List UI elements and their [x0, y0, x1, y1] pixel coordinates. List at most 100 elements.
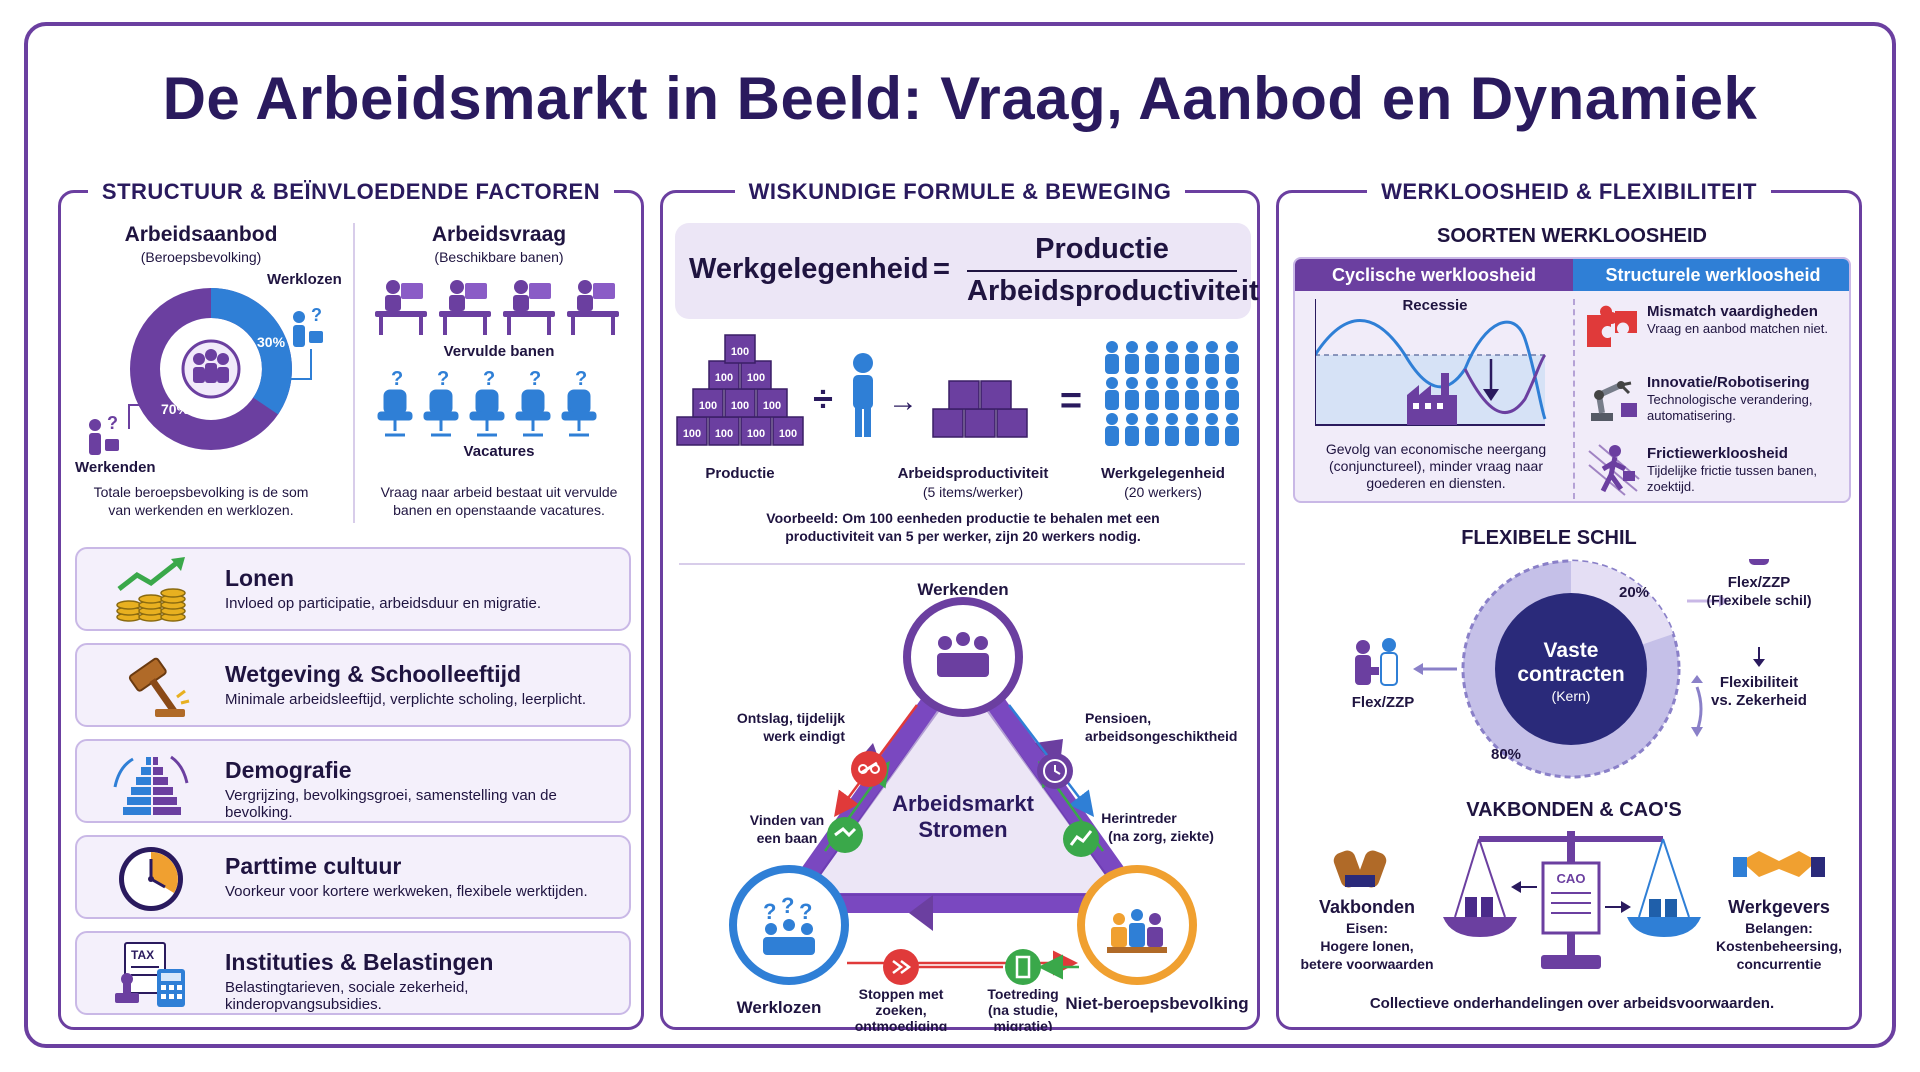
labor-market-flows-diagram: ??? Arbeidsmarkt Stromen Werkenden Werkl… [729, 580, 1249, 1031]
stoppen-label-3: ontmoediging [855, 1018, 948, 1031]
werkgelegenheid-sub: (20 werkers) [1124, 484, 1202, 500]
formula-denominator: Arbeidsproductiviteit [967, 275, 1259, 307]
divide-sign: ÷ [813, 378, 833, 419]
worker-figure [1105, 377, 1119, 410]
factor-desc: Minimale arbeidsleeftijd, verplichte sch… [225, 691, 587, 708]
gavel-icon [128, 657, 190, 717]
factor-title: Lonen [225, 565, 294, 591]
cyclisch-desc: Gevolg van economische neergang (conjunc… [1325, 441, 1547, 491]
werklozen-node-label: Werklozen [737, 998, 822, 1017]
stoppen-label-1: Stoppen met [859, 986, 944, 1002]
production-box-value: 100 [731, 400, 749, 412]
structureel-item-title: Frictiewerkloosheid [1647, 445, 1788, 462]
vraag-subtitle: (Beschikbare banen) [434, 249, 564, 265]
worker-figure [1165, 377, 1179, 410]
werkgevers-handshake-icon [1733, 851, 1825, 877]
stoppen-label-2: zoeken, [875, 1002, 926, 1018]
page-title: De Arbeidsmarkt in Beeld: Vraag, Aanbod … [162, 65, 1758, 132]
pensioen-clock-icon [1037, 753, 1073, 789]
worker-figure [1145, 413, 1159, 446]
panel-formule: WISKUNDIGE FORMULE & BEWEGING Werkgelege… [660, 179, 1260, 1031]
worker-figure [1125, 377, 1139, 410]
production-box-value: 100 [747, 428, 765, 440]
factor-card-lonen: Lonen Invloed op participatie, arbeidsdu… [75, 547, 631, 631]
werkgevers-label: Werkgevers [1728, 897, 1830, 917]
clock-icon [119, 847, 183, 911]
worker-figure [1205, 413, 1219, 446]
vinden-label-1: Vinden van [750, 812, 824, 828]
walking-person-icon [1588, 444, 1640, 496]
vakbonden-label: Vakbonden [1319, 897, 1415, 917]
cao-scale-diagram: CAO Vakbonden Eisen: Hogere lonen, beter… [1300, 831, 1842, 972]
flows-center-line-2: Stromen [918, 817, 1007, 842]
panel-title-formule: WISKUNDIGE FORMULE & BEWEGING [734, 179, 1186, 204]
factor-title: Demografie [225, 757, 352, 783]
panel-title-werkloosheid: WERKLOOSHEID & FLEXIBILITEIT [1367, 179, 1771, 204]
production-box-value: 100 [699, 400, 717, 412]
outer-frame [24, 22, 1896, 1048]
worker-figure [1145, 341, 1159, 374]
production-box-value: 100 [715, 372, 733, 384]
productivity-boxes-icon [932, 380, 1028, 438]
vraag-caption: Vraag naar arbeid bestaat uit vervulde b… [380, 484, 618, 518]
cao-document-label: CAO [1557, 871, 1586, 886]
vakbonden-desc-1: Eisen: [1346, 920, 1388, 936]
svg-text:?: ? [391, 368, 403, 390]
worker-icon [853, 353, 873, 437]
panel-werkloosheid: WERKLOOSHEID & FLEXIBILITEIT SOORTEN WER… [1276, 179, 1862, 1030]
worker-figure [1205, 377, 1219, 410]
cao-title: VAKBONDEN & CAO'S [1466, 799, 1682, 821]
worker-figure [1105, 413, 1119, 446]
zzp-right-label-2: (Flexibele schil) [1706, 592, 1811, 608]
zzp-right-label-1: Flex/ZZP [1728, 574, 1791, 591]
section-divider [353, 223, 355, 523]
werkenden-label: Werkenden [75, 459, 156, 476]
vakbonden-fist-icon [1333, 850, 1387, 888]
flex-shell-diagram: Vaste contracten (Kern) 20% 80% Flex/ZZP… [1352, 559, 1812, 779]
werkgevers-desc-2: Kostenbeheersing, [1716, 938, 1842, 954]
factor-card-demografie: Demografie Vergrijzing, bevolkingsgroei,… [75, 739, 631, 823]
productiviteit-label: Arbeidsproductiviteit [897, 465, 1049, 482]
vakbonden-desc-3: betere voorwaarden [1300, 956, 1433, 972]
zzp-left-label: Flex/ZZP [1352, 694, 1415, 711]
cyclisch-header: Cyclische werkloosheid [1295, 259, 1573, 291]
worker-figure [1205, 341, 1219, 374]
factor-desc: Vergrijzing, bevolkingsgroei, samenstell… [225, 787, 557, 821]
coins-growth-icon [116, 557, 186, 622]
core-label-1: Vaste [1544, 639, 1599, 662]
core-label-2: contracten [1517, 663, 1624, 686]
worker-figure [1185, 413, 1199, 446]
aanbod-donut-chart: 30% 70% ? ? [89, 288, 323, 455]
vacatures-label: Vacatures [463, 443, 535, 460]
werklozen-label: Werklozen [267, 271, 342, 288]
arrow-right: → [888, 385, 918, 418]
production-box-value: 100 [779, 428, 797, 440]
werkenden-node-icon [937, 632, 989, 677]
workforce-icon [1105, 341, 1239, 446]
svg-text:TAX: TAX [131, 948, 154, 962]
svg-text:?: ? [781, 893, 794, 918]
structureel-item-desc: Vraag en aanbod matchen niet. [1647, 321, 1828, 336]
pct-vast: 80% [1491, 746, 1521, 763]
structureel-item-title: Innovatie/Robotisering [1647, 374, 1810, 391]
worker-figure [1125, 341, 1139, 374]
worker-figure [1145, 377, 1159, 410]
soorten-title: SOORTEN WERKLOOSHEID [1436, 225, 1707, 247]
production-box-value: 100 [715, 428, 733, 440]
panel-title-structuur: STRUCTUUR & BEÏNVLOEDENDE FACTOREN [87, 179, 615, 204]
flex-title: FLEXIBELE SCHIL [1461, 527, 1637, 549]
ontslag-label-2: werk eindigt [762, 728, 845, 744]
vakbonden-desc-2: Hogere lonen, [1320, 938, 1413, 954]
structureel-item-desc: Tijdelijke frictie tussen banen, zoektij… [1647, 463, 1818, 494]
worker-figure [1165, 413, 1179, 446]
vacant-chairs-icon: ? [377, 366, 597, 437]
formula-lhs: Werkgelegenheid [689, 253, 929, 285]
puzzle-icon [1587, 305, 1637, 347]
factor-title: Instituties & Belastingen [225, 949, 494, 975]
factor-title: Parttime cultuur [225, 853, 402, 879]
ontslag-label-1: Ontslag, tijdelijk [737, 710, 845, 726]
flex-workers-icon-left [1355, 638, 1398, 686]
tax-calculator-icon: TAX [115, 942, 185, 1007]
pct-werkenden: 70% [161, 401, 190, 417]
